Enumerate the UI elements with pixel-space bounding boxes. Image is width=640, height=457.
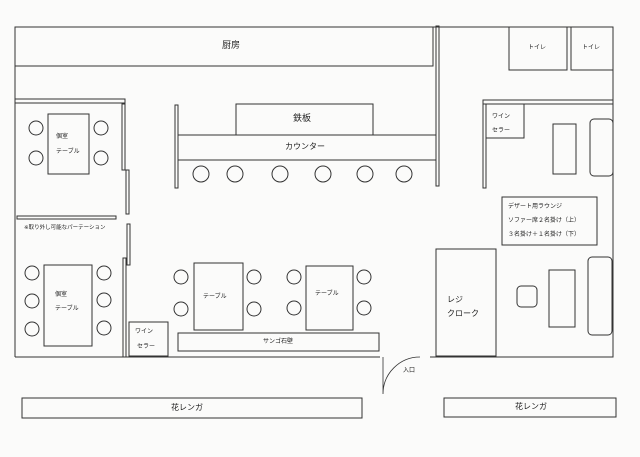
- coral-wall-label: サンゴ石壁: [263, 338, 294, 345]
- kitchen-label: 厨房: [222, 41, 241, 51]
- lounge-top-wall: [482, 99, 614, 105]
- register-label: レジ: [447, 295, 463, 304]
- lounge-sofa-bottom: [587, 256, 613, 336]
- toilet-label-2: トイレ: [582, 44, 601, 51]
- wine-cellar-right-line2: セラー: [492, 127, 511, 134]
- lounge-sofa-single: [516, 285, 538, 308]
- table-1: [193, 262, 244, 331]
- private-table-1: [47, 113, 90, 175]
- toilet-label-1: トイレ: [528, 44, 547, 51]
- private-room-1-label: 個室: [56, 133, 69, 140]
- lounge-note-box: [501, 196, 598, 246]
- lounge-line3: ３名掛け＋１名掛け（下）: [508, 231, 581, 238]
- partition-1: [125, 169, 130, 215]
- wine-cellar-right-line1: ワイン: [492, 113, 511, 120]
- teppan-label: 鉄板: [293, 114, 312, 124]
- private-table-2: [43, 264, 93, 347]
- lounge-table-bottom: [548, 269, 576, 328]
- wine-cellar-left-line2: セラー: [137, 343, 156, 350]
- entrance-label: 入口: [403, 367, 416, 374]
- wine-cellar-left-line1: ワイン: [135, 328, 154, 335]
- table-1-label: テーブル: [203, 293, 227, 300]
- private-room-top-wall: [14, 98, 126, 104]
- wine-cellar-left: [128, 321, 169, 357]
- toilet-1: [508, 26, 568, 71]
- private-room-wall-2: [122, 257, 127, 358]
- wine-cellar-right: [485, 103, 525, 139]
- private-room-wall-1: [121, 103, 126, 171]
- flower-brick-left: [21, 397, 363, 419]
- flower-brick-left-label: 花レンガ: [171, 403, 203, 412]
- partition-2: [126, 223, 131, 266]
- counter-label: カウンター: [285, 142, 325, 151]
- flower-brick-right: [443, 397, 617, 418]
- counter-stools: [192, 165, 413, 183]
- partition-note: ※取り外し可能なパーテーション: [24, 225, 106, 231]
- private-chairs: [24, 120, 112, 337]
- private-room-1-table-label: テーブル: [56, 148, 80, 155]
- entrance-door: [382, 356, 421, 395]
- teppan: [235, 103, 374, 136]
- lounge-line2: ソファー席２名掛け（上）: [508, 217, 581, 224]
- lounge-table-top: [552, 123, 577, 175]
- table-2: [305, 265, 354, 331]
- register-cloak: [435, 248, 497, 357]
- coral-wall: [177, 332, 380, 352]
- toilet-2: [570, 26, 614, 71]
- kitchen-side-wall: [435, 25, 440, 187]
- private-room-2-table-label: テーブル: [55, 305, 79, 312]
- private-room-2-label: 個室: [55, 291, 68, 298]
- lounge-left-wall: [482, 103, 487, 189]
- table-chairs: [173, 269, 372, 317]
- lounge-title: デザート用ラウンジ: [508, 203, 563, 210]
- cloak-label: クローク: [447, 309, 479, 318]
- flower-brick-right-label: 花レンガ: [515, 402, 547, 411]
- table-2-label: テーブル: [315, 290, 339, 297]
- private-room-divider: [16, 215, 117, 220]
- lounge-sofa-top: [589, 118, 614, 177]
- kitchen: [14, 26, 434, 67]
